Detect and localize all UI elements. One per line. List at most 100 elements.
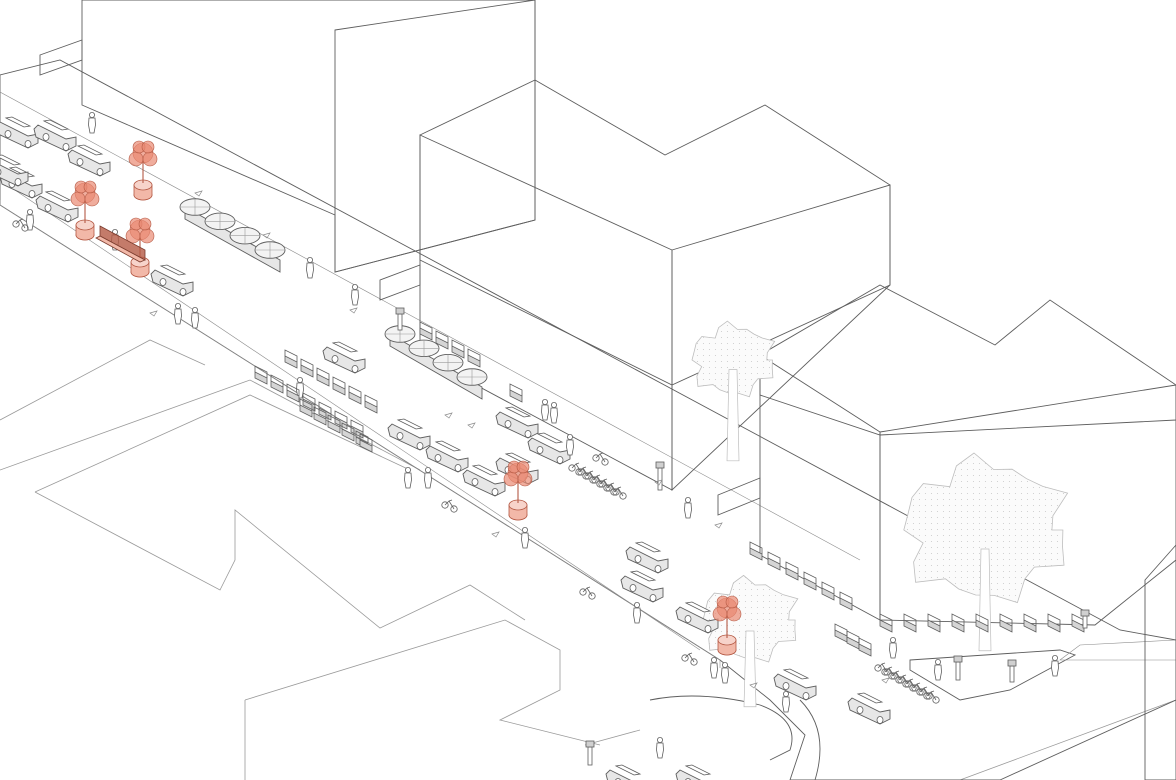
bench-icon bbox=[1071, 613, 1085, 633]
pedestrian-icon bbox=[351, 283, 359, 306]
pedestrian-icon bbox=[633, 602, 641, 624]
pedestrian-icon bbox=[934, 659, 942, 681]
bicycle-icon bbox=[610, 486, 627, 500]
car-icon bbox=[527, 432, 571, 465]
building-4 bbox=[1144, 544, 1176, 780]
bench-icon bbox=[803, 571, 817, 591]
plaza-edge bbox=[909, 649, 1077, 701]
car-icon bbox=[425, 440, 469, 473]
bench-icon bbox=[1023, 613, 1037, 633]
tree-icon bbox=[125, 217, 155, 260]
pedestrian-icon bbox=[404, 466, 412, 489]
bench-icon bbox=[749, 541, 763, 561]
pedestrian-icon bbox=[26, 208, 34, 231]
pedestrian-icon bbox=[541, 398, 549, 421]
pedestrian-icon bbox=[550, 401, 558, 424]
bicycle-icon bbox=[923, 690, 940, 704]
tree-icon bbox=[70, 180, 100, 223]
signpost bbox=[1007, 659, 1017, 683]
bench-icon bbox=[270, 374, 284, 394]
pedestrian-icon bbox=[1051, 655, 1059, 677]
car-icon bbox=[847, 692, 891, 725]
lane-arrow bbox=[491, 531, 500, 538]
bench-icon bbox=[284, 349, 298, 369]
car-icon bbox=[620, 570, 664, 603]
car-icon bbox=[0, 116, 39, 149]
tree-icon bbox=[128, 140, 158, 183]
bicycle-icon bbox=[441, 499, 458, 513]
bicycle-icon bbox=[603, 482, 620, 496]
signpost bbox=[395, 307, 405, 331]
pedestrian-icon bbox=[296, 376, 304, 399]
building-1 bbox=[39, 0, 536, 273]
car-icon bbox=[495, 406, 539, 439]
car-icon bbox=[67, 144, 111, 177]
bench-icon bbox=[951, 613, 965, 633]
ground-footprints bbox=[0, 339, 1176, 780]
bench-icon bbox=[300, 358, 314, 378]
bicycle-icon bbox=[12, 218, 29, 232]
bicycle-icon bbox=[596, 478, 613, 492]
lane-arrow bbox=[714, 522, 723, 529]
bench-icon bbox=[451, 339, 465, 359]
umbrella-icon bbox=[204, 212, 236, 231]
umbrella-icon bbox=[254, 241, 286, 259]
lane-arrow bbox=[749, 682, 758, 689]
bicycle-icon bbox=[681, 652, 698, 666]
pedestrian-icon bbox=[88, 112, 96, 134]
car-icon bbox=[675, 601, 719, 634]
pedestrian-icon bbox=[191, 306, 199, 329]
pedestrian-icon bbox=[306, 256, 314, 279]
bench-icon bbox=[254, 365, 268, 385]
bench-icon bbox=[903, 613, 917, 633]
lane-arrow bbox=[262, 232, 271, 239]
umbrella-icon bbox=[432, 353, 464, 372]
bench-icon bbox=[341, 422, 355, 442]
bicycle-icon bbox=[916, 686, 933, 700]
bench-icon bbox=[332, 376, 346, 396]
bench-icon bbox=[927, 613, 941, 633]
bicycle-icon bbox=[874, 662, 891, 676]
bench-icon bbox=[286, 383, 300, 403]
signpost bbox=[1080, 609, 1090, 629]
bench-icon bbox=[95, 225, 146, 263]
bench-icon bbox=[327, 414, 341, 434]
pedestrian-icon bbox=[521, 527, 529, 549]
bench-icon bbox=[299, 398, 313, 418]
bench-icon bbox=[767, 551, 781, 571]
lane-arrow bbox=[654, 479, 663, 486]
buildings bbox=[39, 0, 1176, 780]
bicycle-icon bbox=[909, 682, 926, 696]
bench-icon bbox=[839, 591, 853, 611]
bench-icon bbox=[509, 383, 523, 403]
car-icon bbox=[462, 464, 506, 497]
bench-icon bbox=[316, 367, 330, 387]
bicycle-icon bbox=[568, 462, 585, 476]
bicycle-icon bbox=[575, 466, 592, 480]
pedestrian-icon bbox=[684, 496, 692, 519]
bicycle-icon bbox=[881, 666, 898, 680]
bench-icon bbox=[313, 406, 327, 426]
lane-arrow bbox=[444, 412, 453, 419]
tree-icon bbox=[903, 452, 1069, 652]
pedestrian-icon bbox=[424, 466, 432, 489]
bench-icon bbox=[846, 630, 860, 650]
bench-icon bbox=[435, 330, 449, 350]
bench-icon bbox=[999, 613, 1013, 633]
planter-icon bbox=[717, 634, 737, 656]
bicycle-icon bbox=[902, 678, 919, 692]
planter-icon bbox=[133, 179, 153, 201]
bicycle-icon bbox=[888, 670, 905, 684]
bicycle-icon bbox=[582, 470, 599, 484]
pedestrian-icon bbox=[782, 691, 790, 713]
signpost bbox=[953, 655, 963, 681]
bench-icon bbox=[467, 348, 481, 368]
pedestrian-icon bbox=[174, 302, 182, 325]
car-icon bbox=[0, 154, 29, 187]
car-icon bbox=[33, 119, 77, 152]
tree-icon bbox=[691, 320, 776, 462]
car-icon bbox=[322, 341, 366, 374]
tree-icon bbox=[503, 460, 533, 503]
